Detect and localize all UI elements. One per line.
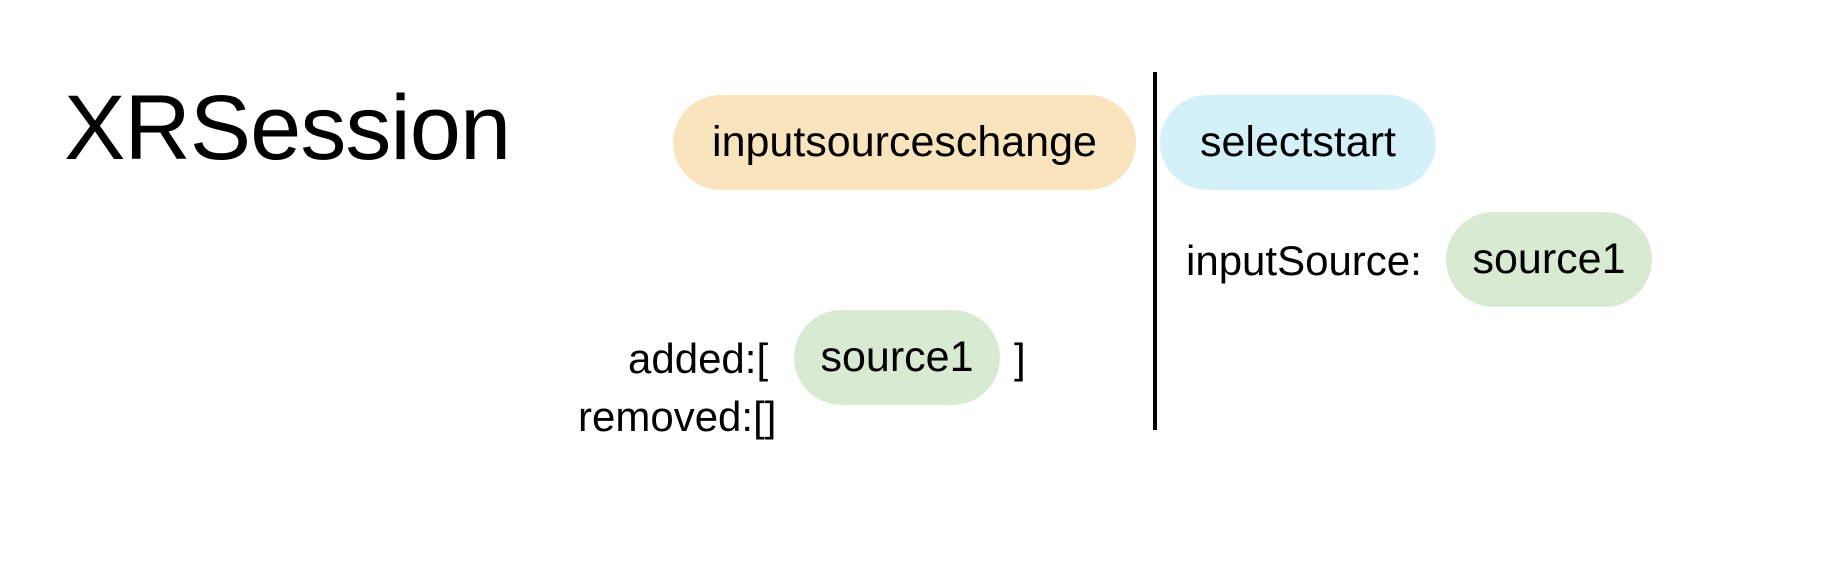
divider-line [1153,72,1157,430]
event-inputsourceschange-label: inputsourceschange [712,118,1097,166]
input-source-value-pill: source1 [1446,212,1652,307]
input-source-label: inputSource: [1186,237,1422,284]
event-selectstart-label: selectstart [1200,118,1396,166]
removed-label: removed:[] [578,393,777,440]
event-selectstart-pill: selectstart [1160,95,1436,190]
diagram-title: XRSession [64,77,511,179]
event-inputsourceschange-pill: inputsourceschange [673,95,1136,190]
input-source-value: source1 [1472,235,1626,283]
added-close-bracket: ] [1014,335,1026,382]
added-label: added:[ [628,335,769,382]
added-source-value: source1 [820,333,974,381]
added-source-pill: source1 [794,310,1000,405]
